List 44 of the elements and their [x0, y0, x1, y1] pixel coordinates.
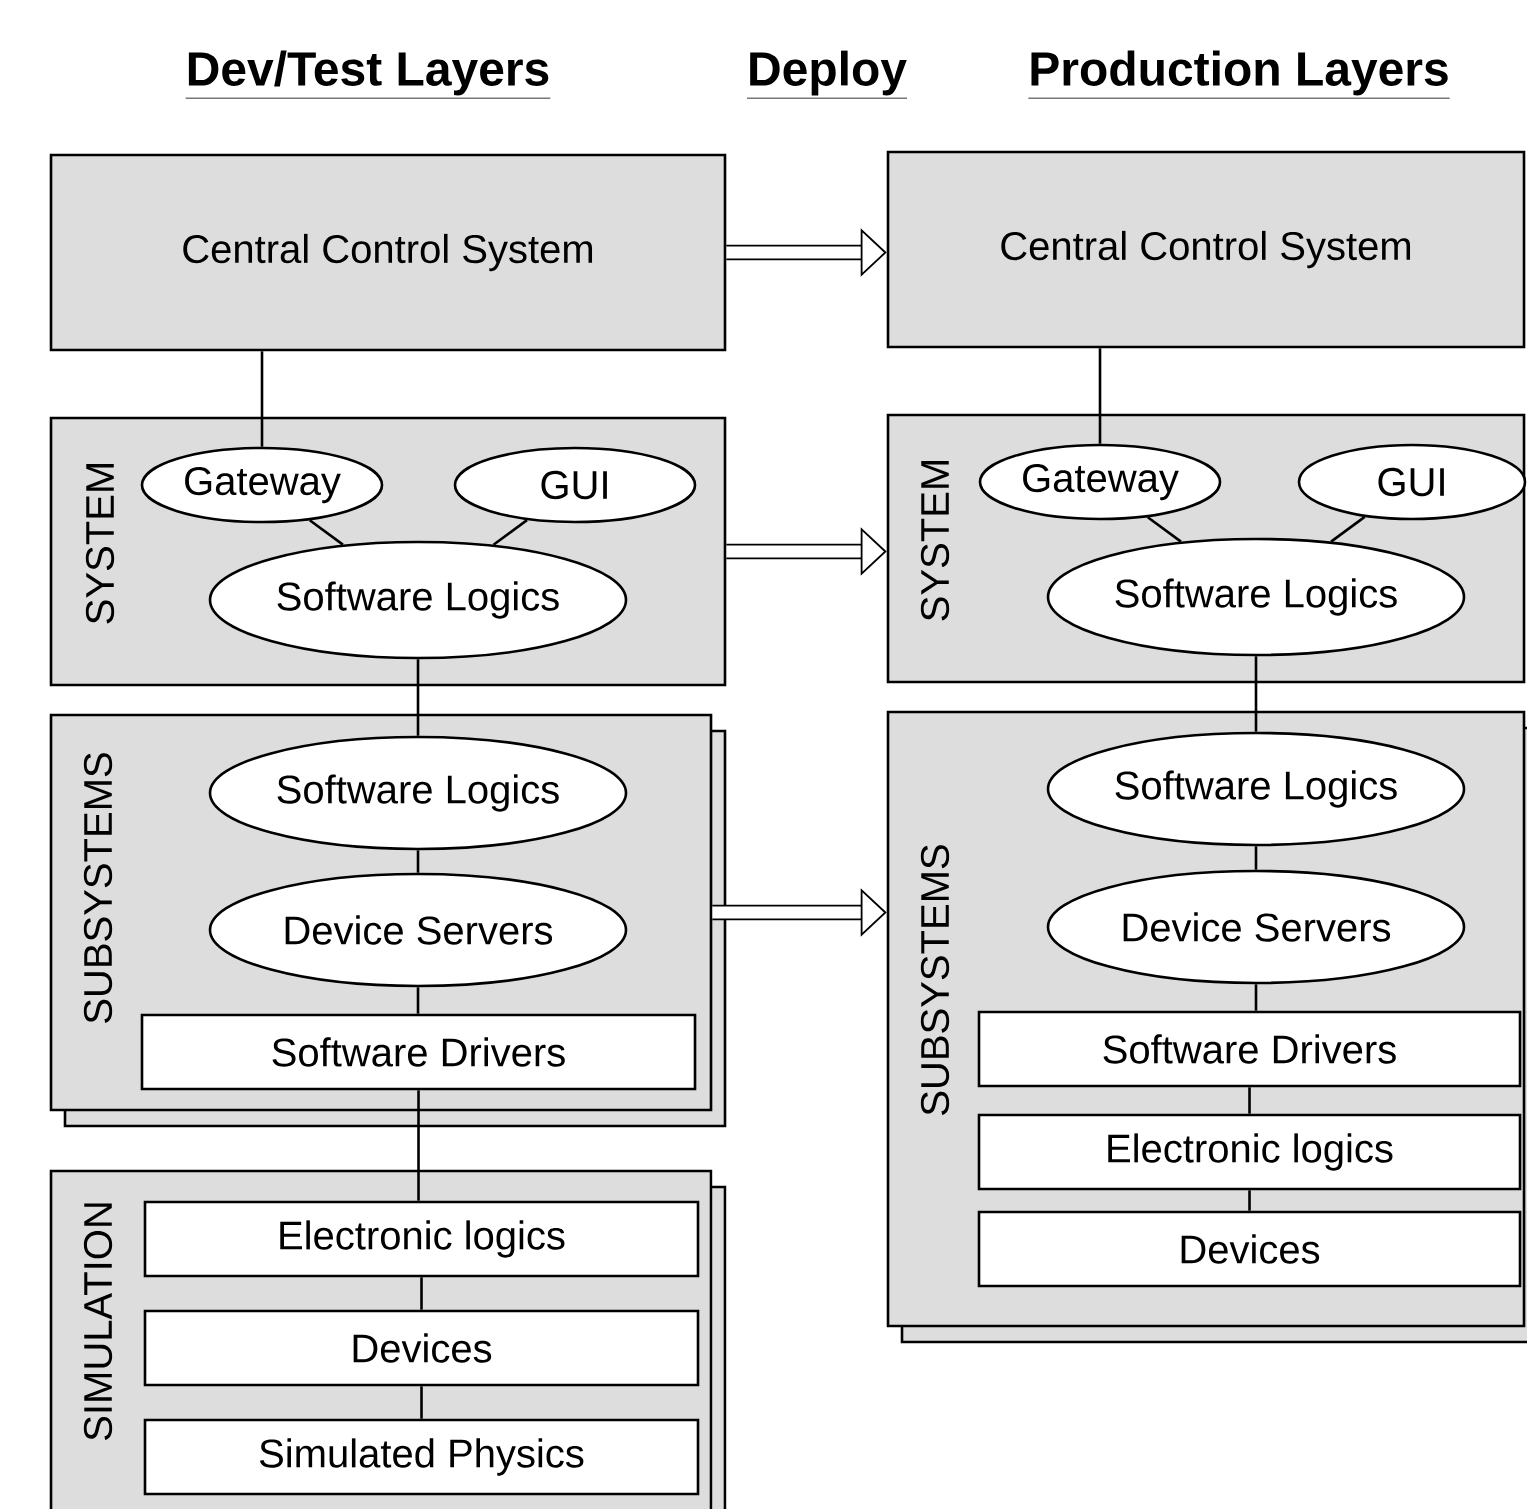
ellipse-node: Software Logics — [1046, 537, 1466, 657]
layer-box: Software Drivers — [140, 1013, 697, 1091]
connector-line — [416, 850, 420, 873]
layer-box: Devices — [143, 1309, 700, 1387]
ellipse-node: Software Logics — [208, 540, 628, 660]
ellipse-node: GUI — [1297, 443, 1527, 521]
connector-line — [309, 519, 344, 546]
connector-line — [1147, 516, 1182, 543]
connector-line — [416, 659, 420, 736]
layer-label: SYSTEM — [85, 464, 115, 624]
ellipse-node: GUI — [453, 446, 697, 524]
panel-title: Central Control System — [183, 233, 592, 272]
ellipse-node: Gateway — [978, 443, 1222, 521]
connector-line — [492, 519, 528, 546]
ellipse-node: Software Logics — [1046, 731, 1466, 847]
layer-box: Simulated Physics — [143, 1418, 700, 1496]
layer-label: SIMULATION — [83, 1203, 113, 1440]
layer-box: Devices — [977, 1210, 1522, 1288]
connector-line — [1248, 1190, 1251, 1211]
layer-box: Electronic logics — [977, 1113, 1522, 1191]
connector-line — [1330, 515, 1366, 543]
connector-line — [1248, 1087, 1251, 1114]
layer-label: SYSTEM — [920, 461, 950, 621]
connector-line — [1254, 984, 1258, 1011]
layer-box: Electronic logics — [143, 1200, 700, 1278]
connector-line — [420, 1277, 423, 1310]
panel-title: Central Control System — [1001, 230, 1410, 269]
connector-line — [260, 351, 264, 447]
ellipse-node: Device Servers — [208, 872, 628, 988]
connector-line — [416, 987, 420, 1014]
column-heading: Deploy — [746, 50, 908, 99]
ellipse-node: Gateway — [140, 446, 384, 524]
connector-line — [420, 1386, 423, 1419]
connector-line — [417, 1090, 420, 1201]
layer-label: SUBSYSTEMS — [83, 753, 113, 1023]
ellipse-node: Device Servers — [1046, 869, 1466, 985]
ellipse-node: Software Logics — [208, 735, 628, 851]
connector-line — [1254, 656, 1258, 732]
connector-line — [1254, 846, 1258, 870]
connector-line — [1098, 348, 1102, 444]
column-heading: Dev/Test Layers — [185, 50, 551, 99]
layer-box: Software Drivers — [977, 1010, 1522, 1088]
column-heading: Production Layers — [1027, 50, 1451, 99]
layer-label: SUBSYSTEMS — [920, 845, 950, 1115]
